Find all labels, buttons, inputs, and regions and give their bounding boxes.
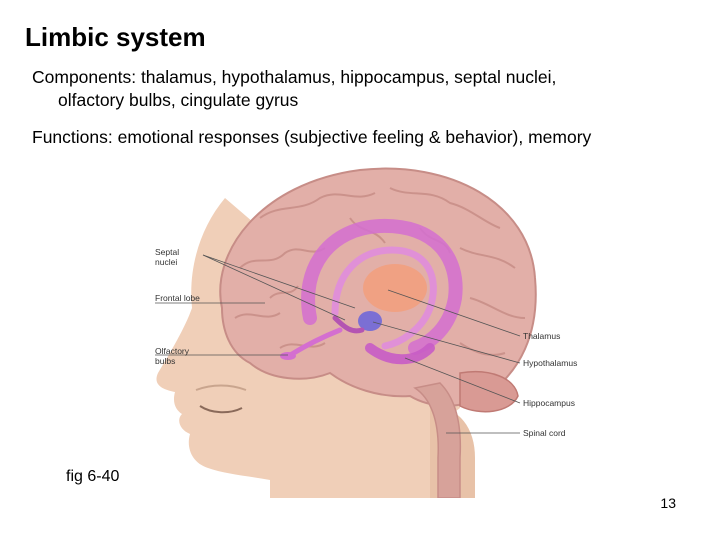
- closed-eye: [199, 405, 243, 414]
- septal-area: [332, 315, 365, 334]
- components-text: Components: thalamus, hypothalamus, hipp…: [32, 66, 692, 112]
- label-thalamus: Thalamus: [523, 331, 560, 341]
- leader-lines: [155, 254, 521, 434]
- components-line-1: Components: thalamus, hypothalamus, hipp…: [32, 67, 557, 87]
- limbic-system-illustration: Septal nuclei Frontal lobe Olfactory bul…: [130, 158, 600, 498]
- slide-title: Limbic system: [25, 22, 206, 52]
- cerebellum: [459, 371, 519, 413]
- brainstem: [413, 382, 462, 498]
- fornix: [331, 246, 437, 350]
- components-line-2: olfactory bulbs, cingulate gyrus: [58, 90, 299, 110]
- olfactory-tract: [289, 327, 343, 357]
- hypothalamus: [358, 311, 382, 331]
- label-spinal-cord: Spinal cord: [523, 428, 566, 438]
- label-hypothalamus: Hypothalamus: [523, 358, 577, 368]
- functions-text: Functions: emotional responses (subjecti…: [32, 127, 592, 147]
- label-olfactory: Olfactory: [155, 346, 190, 356]
- label-olfactory-2: bulbs: [155, 356, 175, 366]
- brain-diagram-svg: Septal nuclei Frontal lobe Olfactory bul…: [155, 167, 577, 498]
- hippocampus: [365, 343, 435, 365]
- label-septal-2: nuclei: [155, 257, 177, 267]
- limbic-structures: [280, 218, 463, 365]
- cingulate-gyrus: [301, 218, 463, 355]
- eyebrow: [195, 384, 247, 391]
- label-frontal-lobe: Frontal lobe: [155, 293, 200, 303]
- figure-caption: fig 6-40: [66, 468, 120, 485]
- page-number: 13: [660, 495, 676, 511]
- olfactory-bulb: [280, 352, 296, 360]
- thalamus: [363, 264, 427, 312]
- label-septal: Septal: [155, 247, 179, 257]
- label-hippocampus: Hippocampus: [523, 398, 575, 408]
